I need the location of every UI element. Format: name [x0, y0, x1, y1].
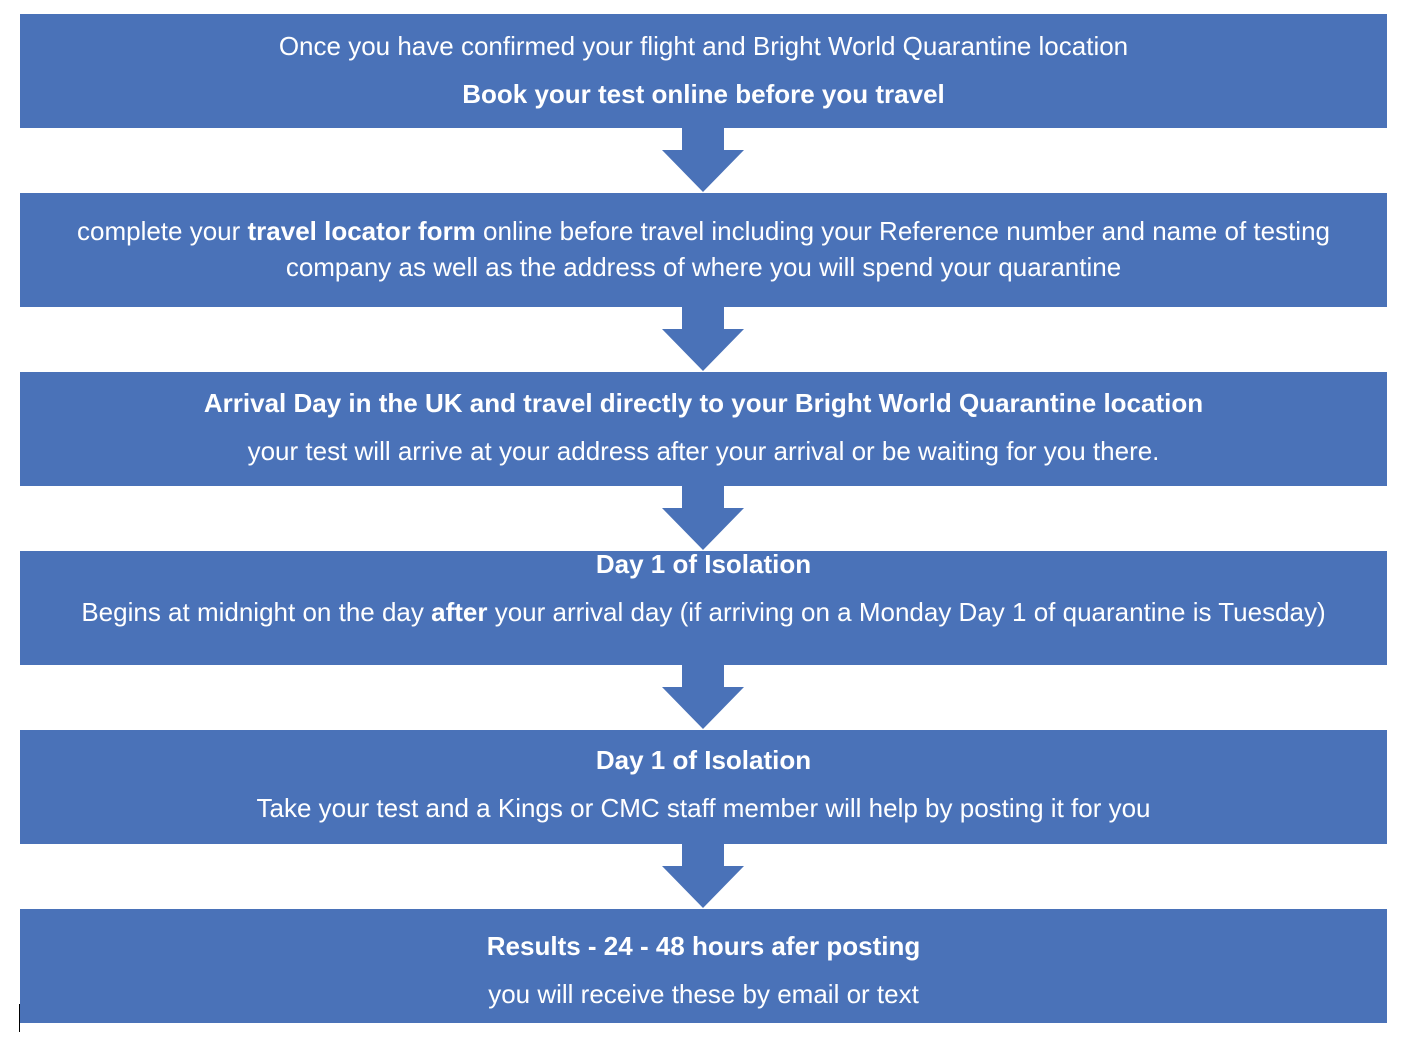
step-5-title: Day 1 of Isolation	[595, 745, 812, 775]
step-3-line-2: your test will arrive at your address af…	[247, 436, 1160, 466]
step-4-box: Day 1 of Isolation Begins at midnight on…	[20, 549, 1387, 665]
step-2-text-pre: complete your	[76, 216, 248, 246]
step-3-box: Arrival Day in the UK and travel directl…	[20, 372, 1387, 486]
step-6-title: Results - 24 - 48 hours afer posting	[486, 931, 921, 961]
step-4-text-bold: after	[431, 597, 488, 627]
step-1-box: Once you have confirmed your flight and …	[20, 14, 1387, 128]
text-cursor	[19, 1004, 20, 1032]
step-6-line-2: you will receive these by email or text	[488, 979, 919, 1009]
down-arrow-icon	[662, 844, 744, 908]
down-arrow-icon	[662, 128, 744, 192]
down-arrow-icon	[662, 307, 744, 371]
step-2-text: complete your travel locator form online…	[20, 213, 1387, 285]
step-4-text-post: your arrival day (if arriving on a Monda…	[487, 597, 1326, 627]
step-4-text: Begins at midnight on the day after your…	[20, 594, 1387, 630]
step-2-text-post: online before travel including your Refe…	[285, 216, 1330, 282]
step-4-title: Day 1 of Isolation	[595, 549, 812, 579]
step-2-box: complete your travel locator form online…	[20, 193, 1387, 307]
step-3-line-1: Arrival Day in the UK and travel directl…	[203, 388, 1204, 418]
step-6-box: Results - 24 - 48 hours afer posting you…	[20, 909, 1387, 1023]
step-1-line-1: Once you have confirmed your flight and …	[278, 31, 1129, 61]
down-arrow-icon	[662, 665, 744, 729]
step-1-line-2: Book your test online before you travel	[462, 79, 945, 109]
down-arrow-icon	[662, 486, 744, 550]
step-4-text-pre: Begins at midnight on the day	[81, 597, 432, 627]
step-5-line-2: Take your test and a Kings or CMC staff …	[256, 793, 1151, 823]
step-5-box: Day 1 of Isolation Take your test and a …	[20, 730, 1387, 844]
step-2-text-bold: travel locator form	[247, 216, 476, 246]
